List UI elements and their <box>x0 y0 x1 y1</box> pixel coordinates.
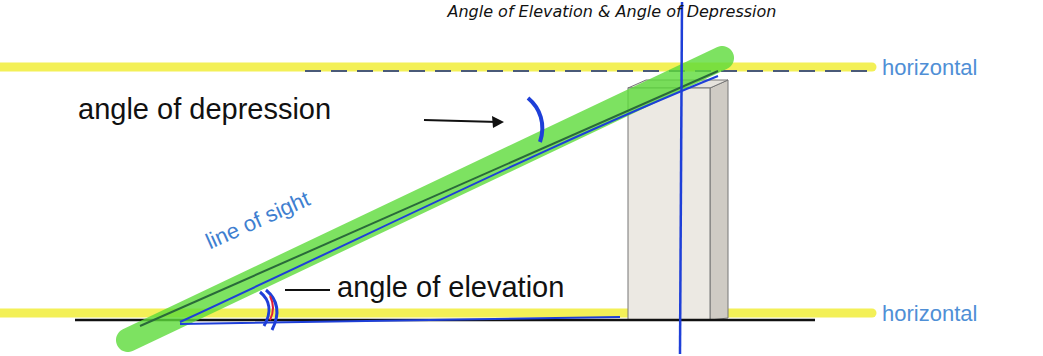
leader-line <box>424 120 498 122</box>
building <box>628 88 710 320</box>
angle-arc <box>270 296 273 320</box>
horizontal-label: horizontal <box>880 302 979 326</box>
diagram-title: Angle of Elevation & Angle of Depression <box>447 3 776 21</box>
horizontal-label: horizontal <box>880 56 979 80</box>
arrowhead <box>492 116 504 128</box>
angle-label: angle of elevation <box>334 272 567 304</box>
building-side <box>710 80 728 320</box>
angle-label: angle of depression <box>75 94 334 126</box>
horizontal-dashed <box>305 70 875 72</box>
angle-arc <box>528 98 542 142</box>
leader-line <box>285 289 330 291</box>
vertical-stroke <box>680 2 682 354</box>
line-label: line of sight <box>202 187 314 254</box>
highlight-stroke <box>0 309 872 318</box>
angle-arc <box>260 290 277 330</box>
